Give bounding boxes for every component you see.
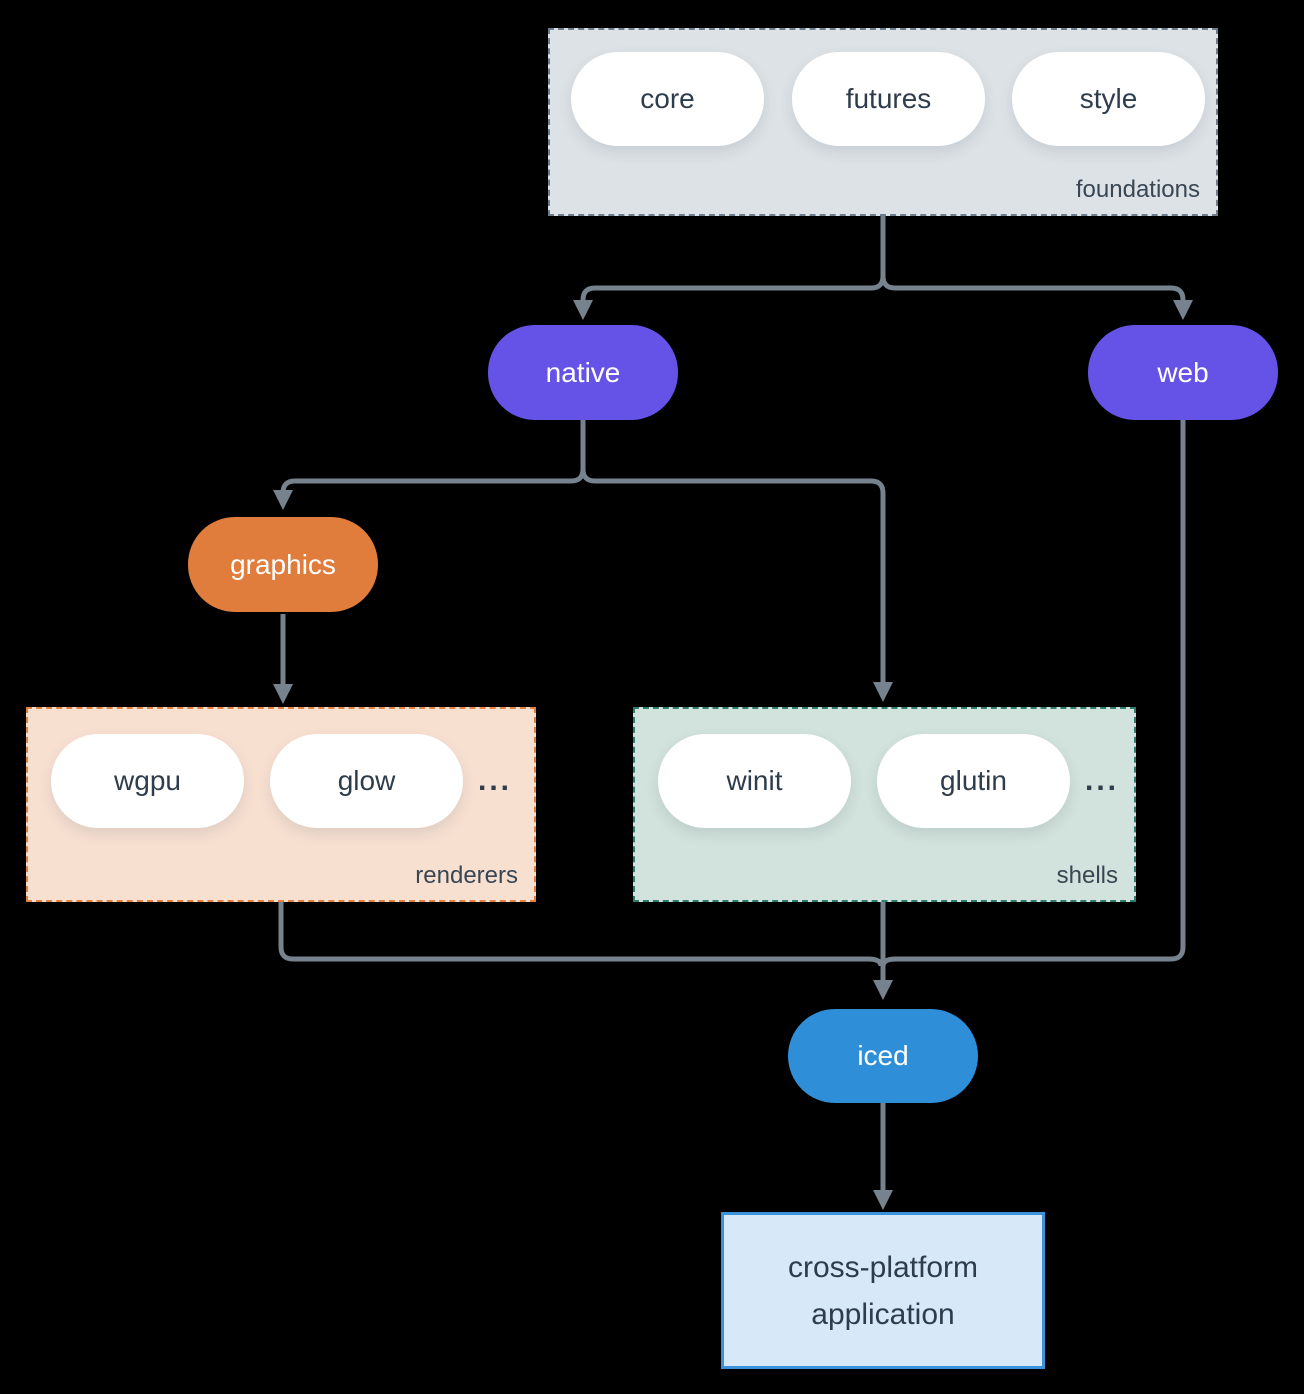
shells-ellipsis: ... [1085, 764, 1120, 797]
edge-native-shells [580, 420, 893, 702]
renderers-ellipsis: ... [478, 764, 513, 797]
edge-renderers-iced [278, 902, 884, 967]
edge-foundations-web [880, 216, 1193, 320]
native-node: native [488, 325, 678, 420]
web-node: web [1088, 325, 1278, 420]
winit-node: winit [658, 734, 851, 828]
glutin-node: glutin [877, 734, 1070, 828]
iced-node: iced [788, 1009, 978, 1103]
core-node: core [571, 52, 764, 146]
graphics-node: graphics [188, 517, 378, 612]
application-node: cross-platform application [721, 1212, 1045, 1369]
renderers-group: wgpu glow ... renderers [26, 707, 536, 902]
foundations-group: core futures style foundations [548, 28, 1218, 216]
futures-node: futures [792, 52, 985, 146]
edge-native-graphics [273, 420, 586, 510]
application-label-line2: application [811, 1297, 955, 1331]
renderers-group-label: renderers [415, 862, 518, 889]
application-label-line1: cross-platform [787, 1250, 979, 1284]
style-node: style [1012, 52, 1205, 146]
foundations-group-label: foundations [1075, 176, 1200, 203]
shells-group: winit glutin ... shells [633, 707, 1136, 902]
wgpu-node: wgpu [51, 734, 244, 828]
shells-group-label: shells [1056, 862, 1118, 889]
glow-node: glow [270, 734, 463, 828]
edge-foundations-native [573, 216, 886, 320]
